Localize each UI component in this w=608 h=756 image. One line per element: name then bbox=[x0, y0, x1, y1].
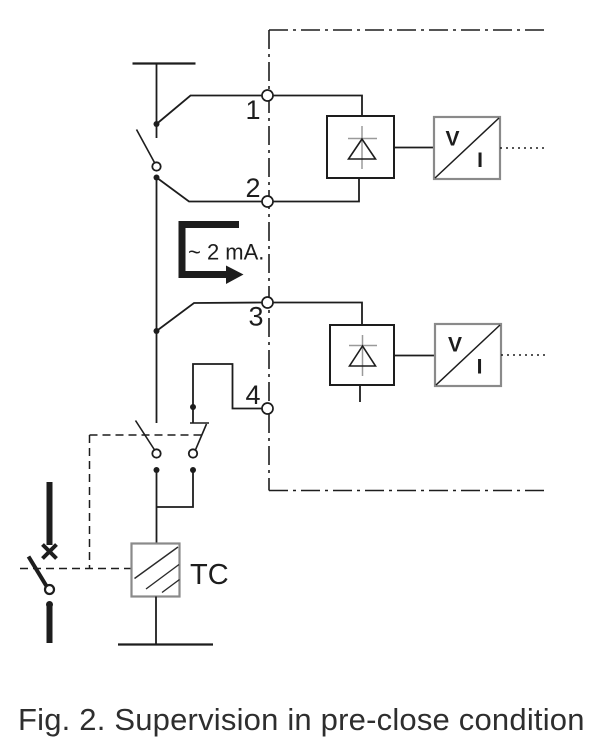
contact-blade bbox=[194, 423, 208, 451]
current-arrow-head bbox=[226, 265, 244, 284]
terminal-4-label: 4 bbox=[245, 380, 260, 410]
wire-to-terminal-3 bbox=[155, 301, 263, 332]
vi-diagonal bbox=[435, 324, 501, 386]
wire-contact-to-terminal-2 bbox=[155, 176, 262, 203]
auxiliary-contact-left-icon bbox=[134, 420, 162, 544]
v-label: V bbox=[448, 334, 462, 357]
breaker-pivot bbox=[43, 583, 56, 596]
wire-bus-to-terminal-1 bbox=[155, 94, 262, 125]
vi-converter-2: V I bbox=[433, 322, 503, 388]
breaker-blade bbox=[26, 555, 49, 587]
terminal-1-label: 1 bbox=[245, 95, 260, 125]
contact-blade bbox=[135, 129, 156, 164]
terminal-3-circle bbox=[261, 296, 274, 309]
diode-module-box bbox=[326, 115, 395, 179]
current-arrow-bracket bbox=[178, 221, 239, 278]
terminal-2-circle bbox=[261, 195, 274, 208]
breaker-x-mark bbox=[41, 543, 58, 560]
supply-bus-bar bbox=[132, 62, 196, 138]
auxiliary-contact-right-icon bbox=[156, 422, 209, 508]
contact-pivot bbox=[151, 161, 162, 172]
trip-coil: TC bbox=[130, 542, 229, 598]
wire-terminal-3-to-diode bbox=[273, 301, 363, 325]
diode-module-1 bbox=[326, 115, 395, 179]
vi-diagonal bbox=[434, 117, 500, 179]
terminal-2-label: 2 bbox=[245, 173, 260, 203]
i-label: I bbox=[477, 149, 483, 172]
mechanical-linkage-dashed bbox=[20, 434, 205, 570]
terminal-4-circle bbox=[261, 402, 274, 415]
circuit-breaker-icon bbox=[26, 482, 58, 643]
trip-coil-hatch-icon bbox=[134, 546, 180, 594]
diode-rectifier-icon bbox=[348, 335, 377, 376]
i-label: I bbox=[477, 356, 483, 379]
contact-pivot bbox=[187, 448, 199, 459]
contact-pivot bbox=[151, 448, 162, 459]
vi-converter-1: V I bbox=[432, 115, 502, 181]
current-arrow-icon bbox=[178, 221, 244, 284]
figure-caption: Fig. 2. Supervision in pre-close conditi… bbox=[18, 702, 585, 737]
ground-icon bbox=[118, 596, 213, 646]
device-boundary bbox=[268, 29, 546, 492]
junction-dot bbox=[190, 404, 196, 410]
terminal-1-circle bbox=[261, 89, 274, 102]
wire-terminal-4-path bbox=[192, 363, 262, 423]
terminals: 1 2 3 4 bbox=[245, 89, 274, 415]
terminal-3-label: 3 bbox=[248, 302, 263, 332]
diode-rectifier-icon bbox=[346, 126, 378, 169]
wire-terminal-1-to-diode bbox=[273, 94, 363, 116]
v-label: V bbox=[445, 128, 459, 151]
diode-module-2 bbox=[329, 324, 395, 402]
wire-terminal-2-to-diode bbox=[273, 178, 360, 203]
trip-coil-label: TC bbox=[190, 559, 229, 591]
current-annotation-label: ~ 2 mA. bbox=[188, 240, 264, 265]
wire-join-branches bbox=[156, 470, 194, 508]
